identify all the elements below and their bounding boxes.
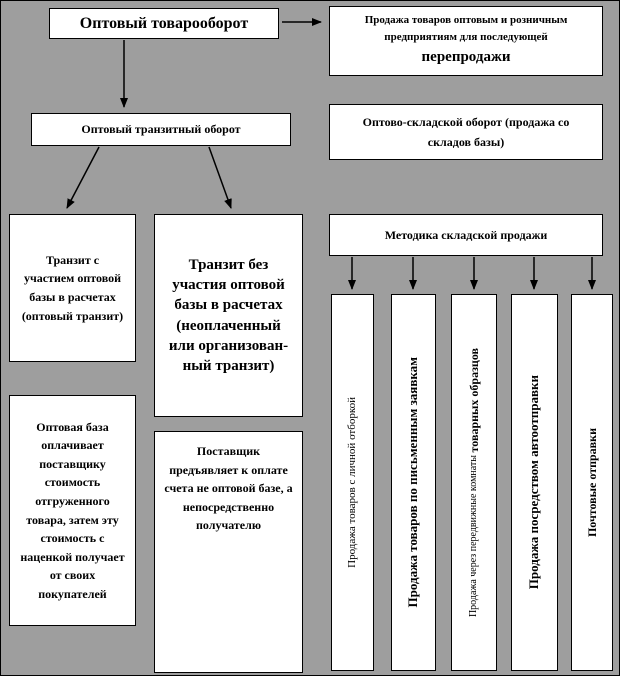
wholesale-turnover-label: Оптовый товарооборот (79, 14, 249, 32)
box-transit-turnover: Оптовый транзитный оборот (31, 113, 291, 146)
box-method-written-orders: Продажа товаров по письменным заявкам (391, 294, 436, 671)
arrow-transit-to-with-base (66, 146, 100, 209)
warehouse-sales-methodology-label: Методика складской продажи (384, 227, 548, 242)
box-transit-without-base: Транзит без участия оптовой базы в расче… (154, 214, 303, 417)
method-personal-selection-label: Продажа товаров с личной отборкой (345, 397, 358, 568)
box-base-pays-description: Оптовая база оплачивает поставщику стоим… (9, 395, 136, 626)
method-mobile-sample-rooms-part1: Продажа через передвижные комнаты (467, 454, 479, 618)
box-wholesale-turnover: Оптовый товарооборот (49, 8, 279, 39)
method-mobile-sample-rooms-part2: товарных образцов (466, 347, 481, 453)
box-resale-definition: Продажа товаров оптовым и розничным пред… (329, 6, 603, 76)
box-method-mobile-sample-rooms: Продажа через передвижные комнаты товарн… (451, 294, 497, 671)
supplier-description-label: Поставщик предъявляет к оплате счета не … (164, 444, 293, 533)
method-written-orders-label: Продажа товаров по письменным заявкам (405, 357, 421, 608)
box-warehouse-turnover: Оптово-складской оборот (продажа со скла… (329, 104, 603, 160)
transit-without-base-label: Транзит без участия оптовой базы в расче… (168, 256, 289, 374)
warehouse-turnover-label: Оптово-складской оборот (продажа со скла… (362, 114, 570, 149)
box-method-postal: Почтовые отправки (571, 294, 613, 671)
resale-definition-emphasis: перепродажи (421, 49, 511, 66)
base-pays-description-label: Оптовая база оплачивает поставщику стоим… (20, 419, 125, 601)
box-warehouse-sales-methodology: Методика складской продажи (329, 214, 603, 256)
transit-with-base-label: Транзит с участием оптовой базы в расчет… (21, 252, 124, 323)
method-auto-dispatch-label: Продажа посредством автоотправки (526, 375, 542, 590)
resale-definition-text: Продажа товаров оптовым и розничным пред… (340, 12, 592, 69)
arrow-transit-to-without-base (208, 146, 232, 209)
method-mobile-sample-rooms-label: Продажа через передвижные комнаты товарн… (467, 348, 482, 617)
box-transit-with-base: Транзит с участием оптовой базы в расчет… (9, 214, 136, 362)
method-postal-label: Почтовые отправки (584, 427, 599, 538)
resale-definition-start: Продажа товаров оптовым и розничным пред… (364, 14, 568, 44)
box-method-personal-selection: Продажа товаров с личной отборкой (331, 294, 374, 671)
box-method-auto-dispatch: Продажа посредством автоотправки (511, 294, 558, 671)
transit-turnover-label: Оптовый транзитный оборот (81, 122, 241, 136)
box-supplier-description: Поставщик предъявляет к оплате счета не … (154, 431, 303, 673)
